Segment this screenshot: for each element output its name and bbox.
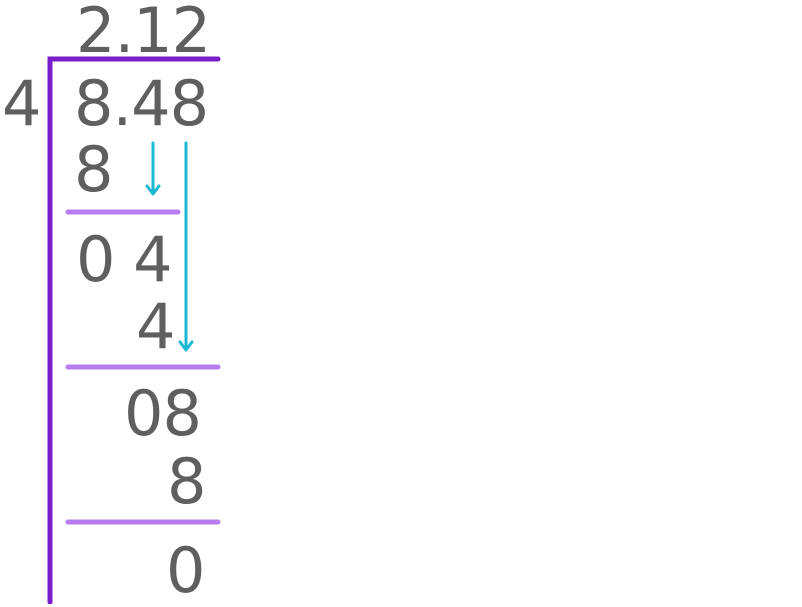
- division-bracket: [47, 56, 221, 604]
- step-1-remainder: 0 4: [76, 223, 173, 296]
- step-2-remainder: 08: [124, 377, 202, 450]
- step-3-subtract: 8: [167, 445, 206, 518]
- step-2-subtract: 4: [136, 290, 175, 363]
- bring-down-arrow-2: [178, 141, 194, 352]
- step-3-remainder: 0: [166, 534, 205, 607]
- quotient: 2.12: [76, 0, 211, 67]
- step-1-subtract: 8: [74, 133, 113, 206]
- dividend: 8.48: [74, 67, 209, 140]
- bring-down-arrow-1: [145, 141, 161, 196]
- divisor: 4: [2, 67, 41, 140]
